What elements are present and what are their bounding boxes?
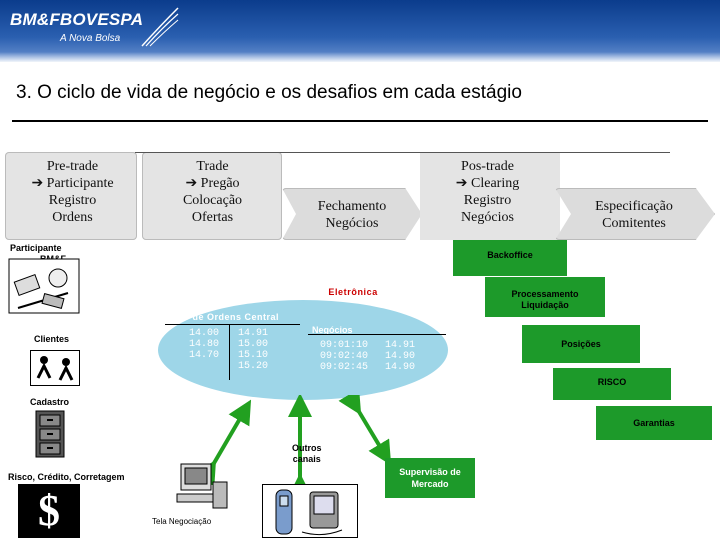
posicoes-box: Posições	[522, 325, 640, 363]
stage-trade-text: Trade ➔ Pregão Colocação Ofertas	[182, 159, 243, 225]
stage-pretrade	[5, 152, 137, 240]
risco-box: RISCO	[553, 368, 671, 400]
garantias-box: Garantias	[596, 406, 712, 440]
stage-fechamento	[282, 188, 422, 240]
brand-tagline: A Nova Bolsa	[60, 33, 121, 44]
dollar-icon: $	[18, 484, 80, 538]
computer-icon	[176, 463, 228, 509]
stage-trade	[142, 152, 282, 240]
clientes-label: Clientes	[34, 334, 70, 344]
ambiente-label: Ambiente de Negociação Eletrônica	[205, 287, 378, 297]
stage-top-rule	[135, 152, 670, 153]
stage-posttrade	[420, 152, 560, 240]
outros-canais-label: Outros canais	[292, 443, 322, 464]
processamento-box: Processamento Liquidação	[485, 277, 605, 317]
trade-times: 09:01:10 09:02:40 09:02:45	[320, 340, 369, 373]
negocios-rule	[308, 334, 446, 335]
negocios-label: Negócios	[312, 325, 353, 335]
file-cabinet-icon	[35, 410, 65, 458]
order-book-ellipse	[158, 300, 448, 400]
stage-especificacao	[555, 188, 715, 240]
logo-swoosh-icon	[141, 7, 179, 47]
livro-rule	[165, 324, 300, 325]
order-book-asks: 14.91 15.00 15.10 15.20	[238, 328, 269, 372]
slide-title: 3. O ciclo de vida de negócio e os desaf…	[16, 82, 522, 103]
tela-label: Tela Negociação	[152, 517, 212, 526]
stage-fechamento-text: Fechamento Negócios	[317, 199, 387, 231]
cadastro-label: Cadastro	[30, 397, 70, 407]
risco-credito-label: Risco, Crédito, Corretagem	[8, 472, 125, 482]
title-rule	[12, 120, 708, 122]
trade-prices: 14.91 14.90 14.90	[385, 340, 416, 373]
livro-label: Livro de Ordens Central	[165, 312, 280, 322]
stage-posttrade-text: Pos-trade ➔ Clearing Registro Negócios	[455, 159, 520, 225]
connector-arrows	[200, 395, 392, 485]
order-book-bids: 14.00 14.80 14.70	[189, 328, 220, 361]
stage-pretrade-text: Pre-trade ➔ Participante Registro Ordens	[31, 159, 114, 225]
brand-logo: BM&FBOVESPA	[10, 10, 144, 29]
livro-divider	[229, 324, 230, 380]
header-band	[0, 0, 720, 62]
backoffice-band	[0, 260, 453, 272]
mobile-devices-icon	[262, 484, 358, 538]
participant-desk-icon	[8, 258, 80, 314]
supervisao-box: Supervisão de Mercado	[385, 458, 475, 498]
backoffice-box: Backoffice	[453, 240, 567, 276]
clients-icon	[30, 350, 80, 386]
stage-especificacao-text: Especificação Comitentes	[595, 199, 673, 231]
